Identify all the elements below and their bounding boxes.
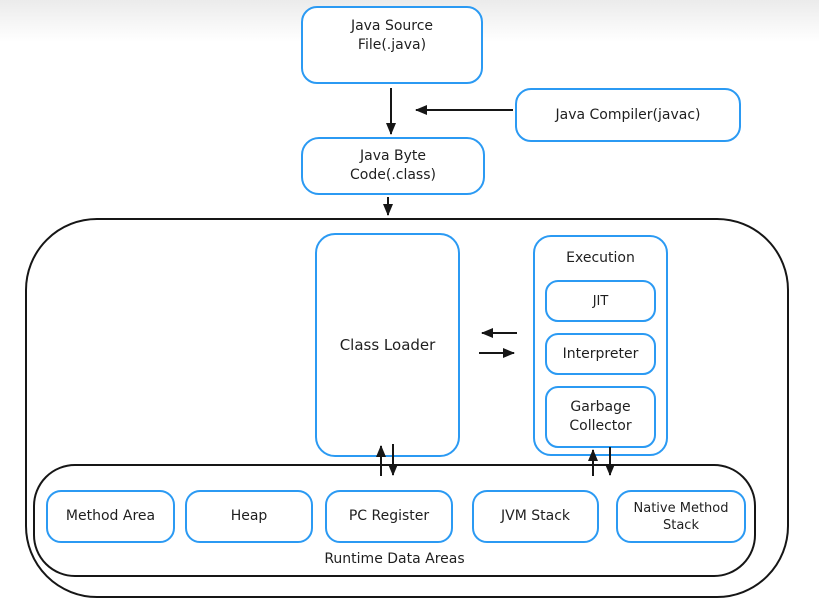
pc-register-label: PC Register	[348, 508, 430, 524]
execution-title: Execution	[566, 250, 635, 266]
garbage-collector-label: Garbage Collector	[569, 399, 632, 434]
jit-label: JIT	[592, 293, 609, 309]
heap-label: Heap	[230, 508, 268, 524]
node-java-source-file: Java Source File(.java)	[301, 6, 483, 84]
node-method-area: Method Area	[46, 490, 175, 543]
java-source-file-label: Java Source File(.java)	[350, 18, 434, 53]
node-interpreter: Interpreter	[545, 333, 656, 375]
node-pc-register: PC Register	[325, 490, 453, 543]
java-compiler-label: Java Compiler(javac)	[555, 106, 701, 123]
node-java-byte-code: Java Byte Code(.class)	[301, 137, 485, 195]
method-area-label: Method Area	[65, 508, 156, 524]
interpreter-label: Interpreter	[562, 345, 639, 362]
node-heap: Heap	[185, 490, 313, 543]
node-execution-group: Execution JIT Interpreter Garbage Collec…	[533, 235, 668, 456]
node-native-method-stack: Native Method Stack	[616, 490, 746, 543]
jvm-container	[25, 218, 789, 598]
native-method-stack-label: Native Method Stack	[633, 500, 729, 533]
node-jit: JIT	[545, 280, 656, 322]
jvm-stack-label: JVM Stack	[501, 508, 570, 524]
node-jvm-stack: JVM Stack	[472, 490, 599, 543]
class-loader-label: Class Loader	[339, 335, 436, 354]
runtime-data-areas-label: Runtime Data Areas	[324, 551, 465, 567]
node-garbage-collector: Garbage Collector	[545, 386, 656, 448]
java-byte-code-label: Java Byte Code(.class)	[350, 148, 436, 183]
runtime-data-areas-container: Runtime Data Areas Method Area Heap PC R…	[33, 464, 756, 577]
node-class-loader: Class Loader	[315, 233, 460, 457]
node-java-compiler: Java Compiler(javac)	[515, 88, 741, 142]
